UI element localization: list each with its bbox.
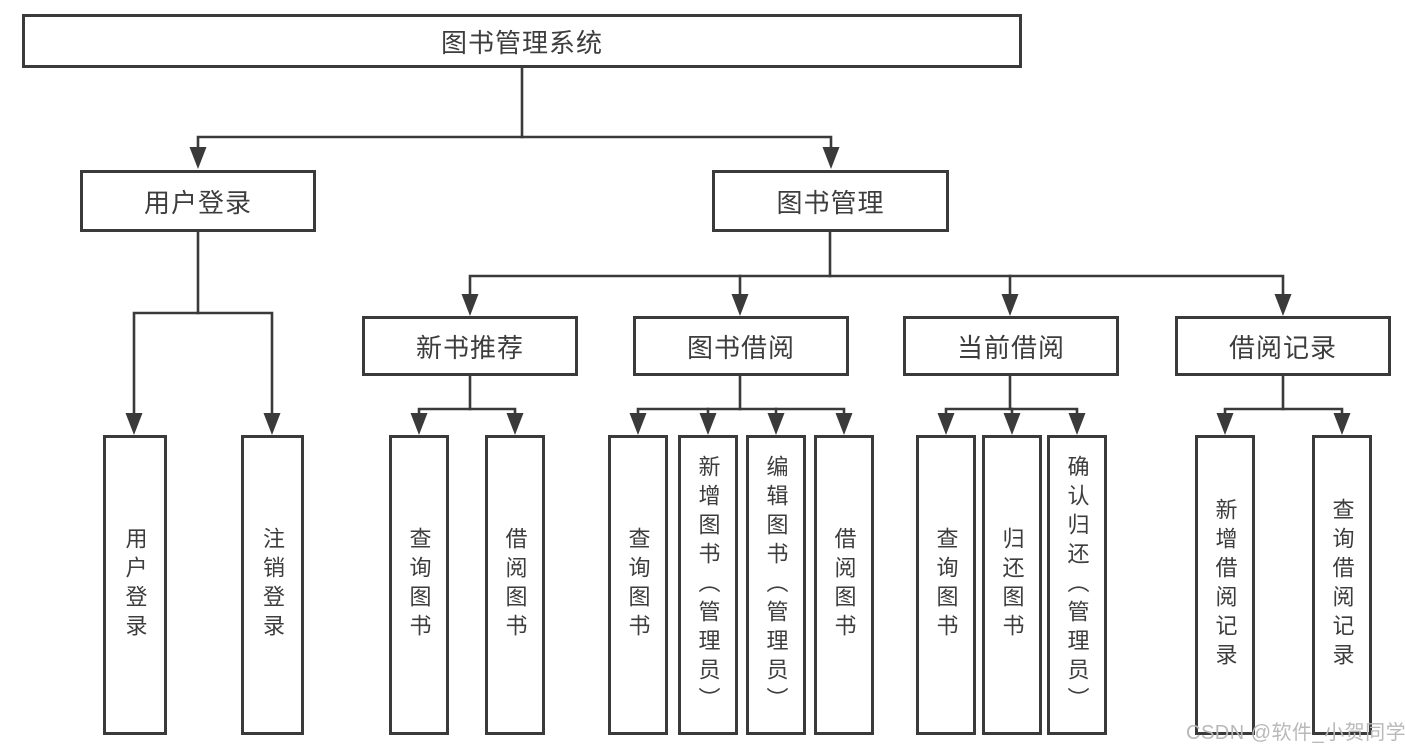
leaf-add-book-admin: 新增图书（管理员） xyxy=(678,435,738,735)
arrowhead-icon xyxy=(1001,294,1019,316)
leaf-label: 用户登录 xyxy=(122,527,148,643)
arrowhead-icon xyxy=(629,413,647,435)
node-user-login: 用户登录 xyxy=(80,170,316,232)
csdn-watermark: CSDN @软件_小贺同学 xyxy=(1186,722,1405,744)
leaf-label: 新增图书（管理员） xyxy=(695,454,721,716)
connector-root-to-level2 xyxy=(189,65,840,169)
arrowhead-icon xyxy=(189,147,207,169)
connector-book-mgmt-to-level3 xyxy=(461,229,1292,316)
node-current-borrow: 当前借阅 xyxy=(903,316,1119,376)
arrowhead-icon xyxy=(461,294,479,316)
leaf-label: 查询图书 xyxy=(933,527,959,643)
leaf-query-books-current: 查询图书 xyxy=(916,435,976,735)
arrowhead-icon xyxy=(1216,413,1234,435)
arrowhead-icon xyxy=(937,413,955,435)
leaf-label: 查询借阅记录 xyxy=(1329,498,1355,672)
node-book-borrow: 图书借阅 xyxy=(633,316,849,376)
arrowhead-icon xyxy=(822,147,840,169)
arrowhead-icon xyxy=(731,294,749,316)
arrowhead-icon xyxy=(835,413,853,435)
leaf-label: 借阅图书 xyxy=(831,527,857,643)
leaf-label: 借阅图书 xyxy=(502,527,528,643)
node-new-book-recommend: 新书推荐 xyxy=(362,316,578,376)
leaf-logout: 注销登录 xyxy=(241,435,304,735)
leaf-label: 查询图书 xyxy=(625,527,651,643)
leaf-borrow-books-recommend: 借阅图书 xyxy=(485,435,545,735)
leaf-label: 编辑图书（管理员） xyxy=(763,454,789,716)
arrowhead-icon xyxy=(1274,294,1292,316)
connector-user-login-branch xyxy=(125,229,281,435)
leaf-query-books-borrow: 查询图书 xyxy=(608,435,668,735)
connector-current-borrow-branch xyxy=(937,373,1086,435)
connector-new-book-branch xyxy=(410,373,524,435)
leaf-edit-book-admin: 编辑图书（管理员） xyxy=(746,435,806,735)
leaf-label: 查询图书 xyxy=(406,527,432,643)
arrowhead-icon xyxy=(1068,413,1086,435)
leaf-user-login: 用户登录 xyxy=(103,435,167,735)
node-book-management: 图书管理 xyxy=(712,170,949,232)
leaf-label: 新增借阅记录 xyxy=(1212,498,1238,672)
arrowhead-icon xyxy=(506,413,524,435)
connector-borrow-record-branch xyxy=(1216,373,1351,435)
leaf-return-book: 归还图书 xyxy=(982,435,1042,735)
arrowhead-icon xyxy=(410,413,428,435)
leaf-label: 确认归还（管理员） xyxy=(1064,454,1090,716)
leaf-label: 归还图书 xyxy=(999,527,1025,643)
leaf-query-borrow-record: 查询借阅记录 xyxy=(1312,435,1372,735)
node-root: 图书管理系统 xyxy=(22,14,1022,68)
leaf-confirm-return-admin: 确认归还（管理员） xyxy=(1047,435,1107,735)
leaf-add-borrow-record: 新增借阅记录 xyxy=(1195,435,1255,735)
connector-book-borrow-branch xyxy=(629,373,853,435)
arrowhead-icon xyxy=(1333,413,1351,435)
arrowhead-icon xyxy=(699,413,717,435)
arrowhead-icon xyxy=(1003,413,1021,435)
arrowhead-icon xyxy=(125,413,143,435)
node-borrow-record: 借阅记录 xyxy=(1175,316,1391,376)
arrowhead-icon xyxy=(263,413,281,435)
leaf-borrow-books: 借阅图书 xyxy=(814,435,874,735)
arrowhead-icon xyxy=(767,413,785,435)
leaf-label: 注销登录 xyxy=(260,527,286,643)
leaf-query-books-recommend: 查询图书 xyxy=(389,435,449,735)
